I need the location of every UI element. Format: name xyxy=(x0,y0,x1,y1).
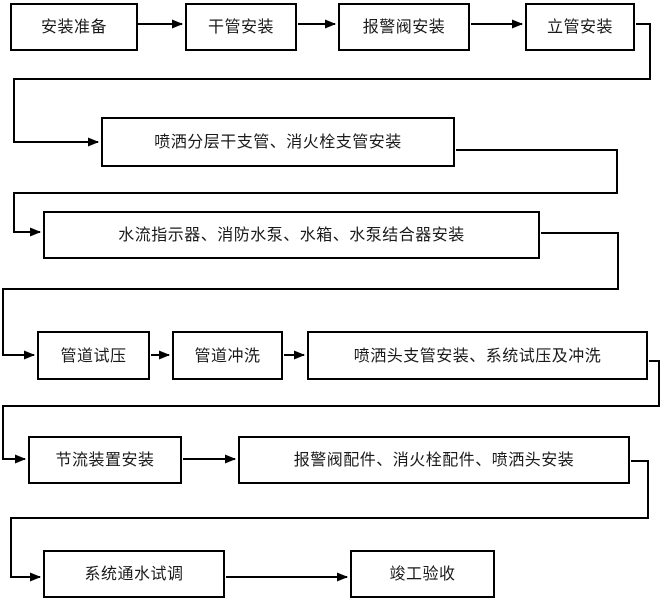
node-riser-installation: 立管安装 xyxy=(525,3,635,51)
node-completion-acceptance: 竣工验收 xyxy=(350,550,495,598)
node-flow-indicator-pump-tank-coupler-installation: 水流指示器、消防水泵、水箱、水泵结合器安装 xyxy=(43,211,540,259)
node-system-water-flow-commissioning: 系统通水试调 xyxy=(43,550,225,598)
node-main-pipe-installation: 干管安装 xyxy=(185,3,297,51)
node-pipe-pressure-test: 管道试压 xyxy=(37,331,150,380)
node-pipe-flushing: 管道冲洗 xyxy=(172,331,283,380)
node-sprinkler-layered-branch-pipe-installation: 喷洒分层干支管、消火栓支管安装 xyxy=(101,117,455,167)
node-throttle-device-installation: 节流装置安装 xyxy=(28,436,182,484)
node-installation-preparation: 安装准备 xyxy=(10,3,138,51)
node-sprinkler-branch-installation-system-test-flush: 喷洒头支管安装、系统试压及冲洗 xyxy=(307,331,648,380)
node-alarm-valve-hydrant-sprinkler-accessories-installation: 报警阀配件、消火栓配件、喷洒头安装 xyxy=(238,436,630,484)
node-alarm-valve-installation: 报警阀安装 xyxy=(338,3,470,51)
